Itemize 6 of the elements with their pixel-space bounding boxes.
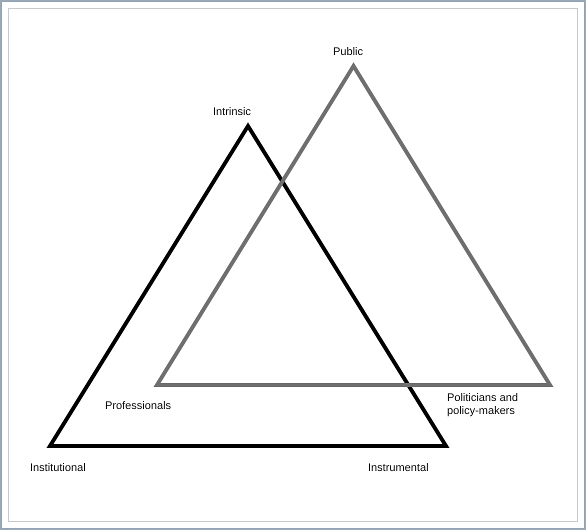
vertex-label: Intrinsic — [213, 106, 251, 119]
vertex-label: Instrumental — [368, 462, 429, 475]
vertex-label: Professionals — [105, 400, 172, 413]
vertex-label: Institutional — [30, 462, 86, 475]
vertex-label: Public — [333, 46, 363, 59]
vertex-label: Politicians and policy-makers — [447, 392, 519, 418]
